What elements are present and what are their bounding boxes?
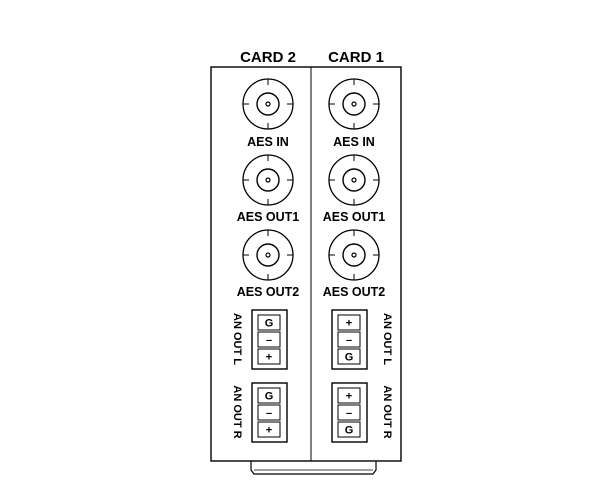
card1-terminal-an-out-r: + – G — [331, 382, 368, 443]
card1-an-out-l-label: AN OUT L — [381, 313, 393, 365]
card1-title: CARD 1 — [328, 49, 384, 66]
card1-an-out-r-label: AN OUT R — [381, 385, 393, 438]
card1-bnc-aes-out1 — [328, 154, 380, 206]
terminal-pin: + — [346, 391, 352, 403]
card2-terminal-an-out-r: G – + — [251, 382, 288, 443]
card1-bnc-aes-in — [328, 78, 380, 130]
terminal-pin: – — [266, 408, 272, 420]
terminal-pin: – — [346, 335, 352, 347]
card1-aes-out1-label: AES OUT1 — [323, 210, 386, 224]
card2-aes-out1-label: AES OUT1 — [237, 210, 300, 224]
card1-terminal-an-out-l: + – G — [331, 309, 368, 370]
card2-bnc-aes-in — [242, 78, 294, 130]
terminal-pin: G — [345, 352, 354, 364]
terminal-pin: – — [346, 408, 352, 420]
card2-bnc-aes-out1 — [242, 154, 294, 206]
card2-aes-out2-label: AES OUT2 — [237, 285, 300, 299]
card1-aes-out2-label: AES OUT2 — [323, 285, 386, 299]
terminal-pin: + — [266, 352, 272, 364]
terminal-pin: G — [265, 391, 274, 403]
terminal-pin: + — [346, 318, 352, 330]
panel-bottom-lip — [250, 461, 377, 475]
card2-bnc-aes-out2 — [242, 229, 294, 281]
card2-an-out-r-label: AN OUT R — [231, 385, 243, 438]
terminal-pin: – — [266, 335, 272, 347]
terminal-pin: G — [345, 425, 354, 437]
card1-aes-in-label: AES IN — [333, 135, 375, 149]
card2-aes-in-label: AES IN — [247, 135, 289, 149]
terminal-pin: + — [266, 425, 272, 437]
terminal-pin: G — [265, 318, 274, 330]
card2-terminal-an-out-l: G – + — [251, 309, 288, 370]
card1-bnc-aes-out2 — [328, 229, 380, 281]
card2-title: CARD 2 — [240, 49, 296, 66]
card2-an-out-l-label: AN OUT L — [231, 313, 243, 365]
